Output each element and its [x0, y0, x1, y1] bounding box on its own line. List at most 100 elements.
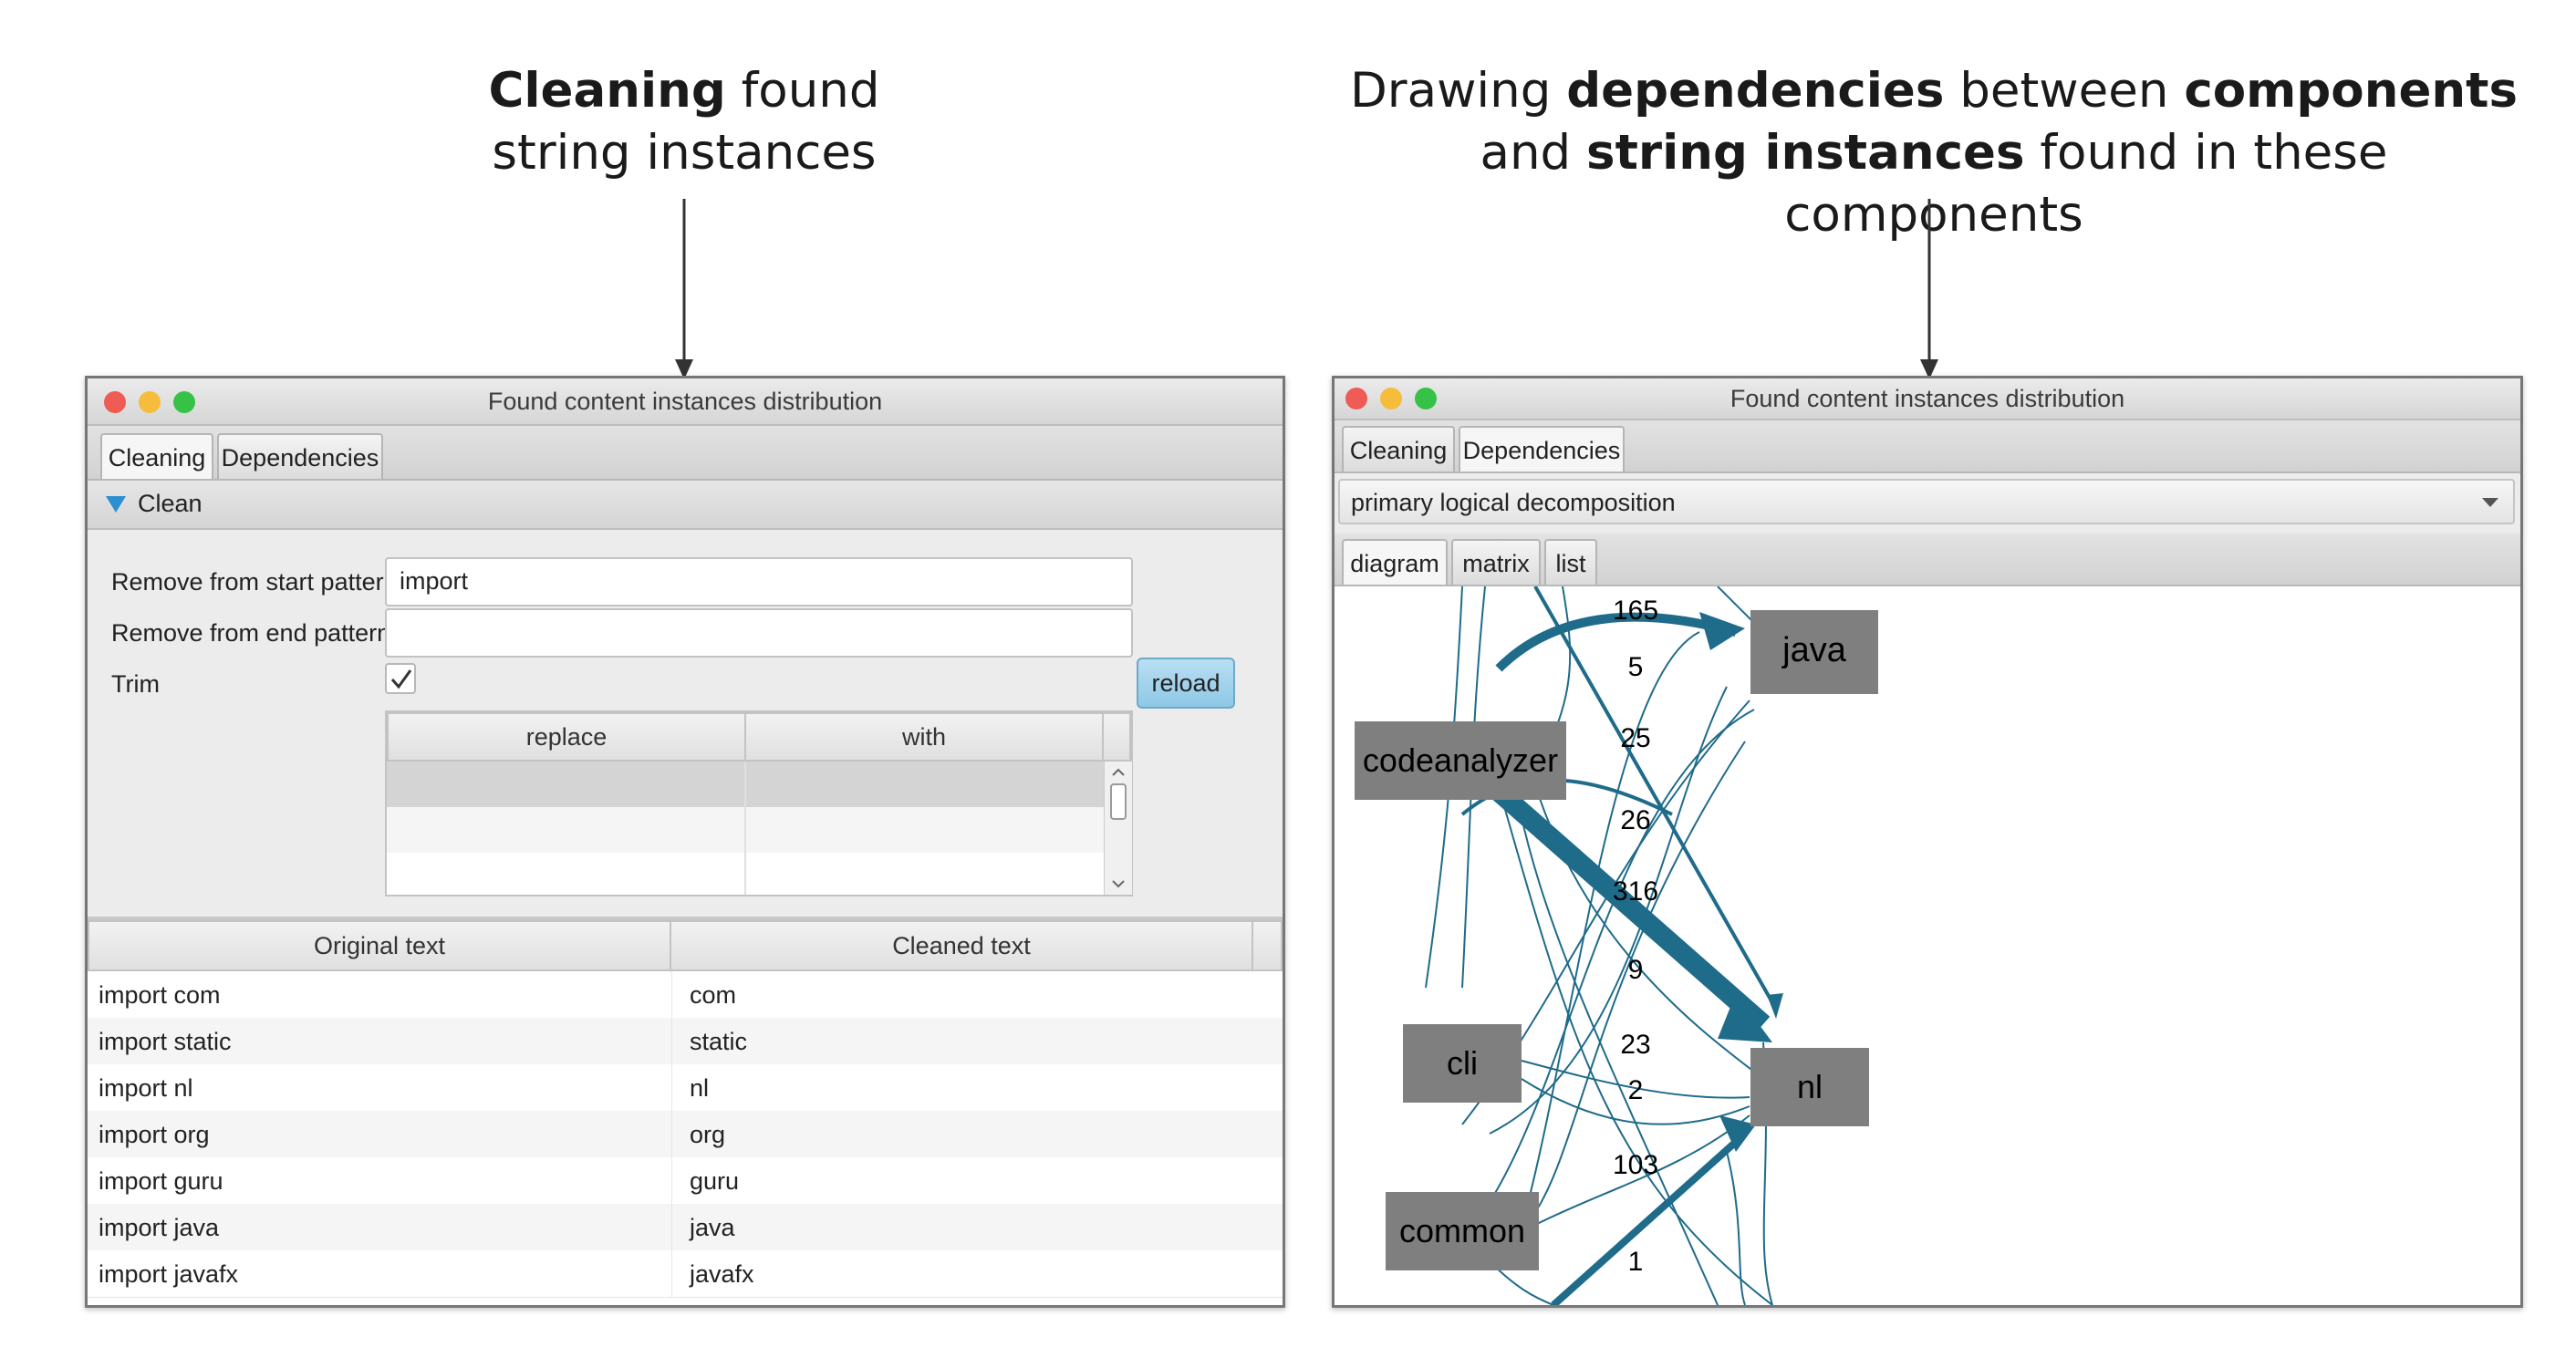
right-caption-e: and — [1480, 125, 1587, 181]
original-text-cell: import com — [99, 981, 221, 1009]
window-title: Found content instances distribution — [487, 388, 883, 415]
minimize-button[interactable] — [1380, 388, 1402, 409]
with-header[interactable]: with — [744, 712, 1104, 762]
checkmark-icon — [390, 669, 412, 689]
tab-cleaning[interactable]: Cleaning — [100, 433, 213, 479]
cleaned-text-cell: java — [690, 1214, 735, 1241]
right-pointer-arrow — [1920, 199, 1938, 379]
edge-arrowhead — [1718, 993, 1772, 1042]
end-pattern-input[interactable] — [385, 608, 1133, 658]
table-row[interactable]: import guru guru — [88, 1157, 1283, 1205]
split-divider[interactable] — [88, 917, 1283, 920]
decomposition-dropdown[interactable]: primary logical decomposition — [1338, 479, 2515, 524]
column-divider — [671, 1064, 672, 1111]
node-java — [1750, 610, 1878, 694]
header-filler — [1102, 712, 1131, 762]
edge-label: 1 — [1628, 1247, 1644, 1277]
reload-button[interactable]: reload — [1137, 658, 1235, 709]
scroll-thumb[interactable] — [1110, 783, 1127, 820]
edge-label: 316 — [1613, 876, 1658, 907]
dependency-edge — [1717, 586, 1755, 624]
edge-label: 26 — [1620, 805, 1650, 835]
original-text-header[interactable]: Original text — [88, 920, 671, 971]
dependency-edge — [1533, 586, 1779, 1011]
table-row[interactable]: import java java — [88, 1204, 1283, 1251]
close-button[interactable] — [1345, 388, 1367, 409]
cleaned-text-header[interactable]: Cleaned text — [670, 920, 1253, 971]
dependency-edge — [1551, 1131, 1748, 1305]
left-caption-rest: found — [725, 63, 880, 119]
node-nl — [1750, 1048, 1869, 1126]
trim-label: Trim — [111, 670, 160, 698]
tab-diagram[interactable]: diagram — [1342, 539, 1448, 585]
node-common — [1386, 1192, 1539, 1270]
right-caption-a: Drawing — [1349, 63, 1567, 119]
scroll-down-icon[interactable] — [1105, 875, 1132, 893]
tab-strip: Cleaning Dependencies — [1335, 420, 2520, 473]
original-text-cell: import java — [99, 1214, 220, 1241]
left-pointer-arrow — [675, 199, 693, 379]
tab-strip: Cleaning Dependencies — [88, 426, 1283, 481]
dependency-edge — [1525, 741, 1746, 1226]
right-caption: Drawing dependencies between components … — [1341, 60, 2527, 246]
dependencies-window: Found content instances distribution Cle… — [1332, 376, 2523, 1308]
dependency-edge — [1498, 786, 1773, 1305]
collapse-triangle-icon — [106, 496, 126, 513]
start-pattern-input[interactable]: import — [385, 557, 1133, 606]
left-caption: Cleaning found string instances — [392, 60, 976, 184]
right-caption-d: components — [2184, 63, 2519, 119]
right-caption-g: found in these components — [1784, 125, 2388, 243]
tab-matrix[interactable]: matrix — [1451, 539, 1541, 585]
node-java-label: java — [1781, 631, 1847, 669]
right-caption-f: string instances — [1586, 125, 2025, 181]
tab-dependencies[interactable]: Dependencies — [217, 433, 383, 479]
close-button[interactable] — [104, 391, 126, 413]
original-text-cell: import javafx — [99, 1260, 239, 1288]
zoom-button[interactable] — [1415, 388, 1437, 409]
column-divider — [671, 1018, 672, 1064]
tab-dependencies[interactable]: Dependencies — [1459, 426, 1625, 472]
right-caption-c: between — [1944, 63, 2185, 119]
node-codeanalyzer — [1355, 721, 1566, 800]
tab-list[interactable]: list — [1544, 539, 1597, 585]
dependency-edge — [1726, 1151, 1746, 1305]
tab-cleaning[interactable]: Cleaning — [1342, 426, 1455, 472]
cleaned-text-cell: nl — [690, 1074, 710, 1102]
replace-header[interactable]: replace — [387, 712, 746, 762]
cleaned-text-cell: guru — [690, 1167, 740, 1195]
start-pattern-label: Remove from start pattern: — [111, 568, 405, 596]
header-filler — [1252, 920, 1283, 971]
dependency-edge — [1480, 709, 1755, 1217]
dependency-edge — [1491, 783, 1771, 1032]
node-codeanalyzer-label: codeanalyzer — [1363, 741, 1558, 779]
cleaned-text-cell: org — [690, 1121, 726, 1148]
clean-section-header[interactable]: Clean — [88, 481, 1283, 530]
vertical-scrollbar[interactable] — [1104, 762, 1132, 895]
edge-label: 5 — [1628, 652, 1644, 682]
node-common-label: common — [1399, 1212, 1525, 1249]
edge-arrowhead — [1767, 993, 1783, 1019]
dependency-diagram: java codeanalyzer cli nl common 165 5 25… — [1335, 586, 2520, 1305]
section-label: Clean — [138, 490, 203, 517]
table-row[interactable]: import javafx javafx — [88, 1250, 1283, 1298]
zoom-button[interactable] — [173, 391, 195, 413]
scroll-up-icon[interactable] — [1105, 763, 1132, 782]
edge-label: 25 — [1620, 723, 1650, 753]
left-caption-line2: string instances — [492, 125, 877, 181]
dependency-edge — [1516, 795, 1719, 1305]
dropdown-arrow-icon — [2482, 498, 2498, 507]
trim-checkbox[interactable] — [385, 663, 416, 694]
dependency-edge — [1521, 1060, 1750, 1099]
cleaned-text-cell: javafx — [690, 1260, 754, 1288]
dependency-edge — [1534, 1114, 1750, 1226]
column-divider — [671, 1250, 672, 1297]
cleaning-window: Found content instances distribution Cle… — [85, 376, 1285, 1308]
original-text-cell: import guru — [99, 1167, 223, 1195]
node-nl-label: nl — [1797, 1068, 1823, 1105]
minimize-button[interactable] — [139, 391, 161, 413]
